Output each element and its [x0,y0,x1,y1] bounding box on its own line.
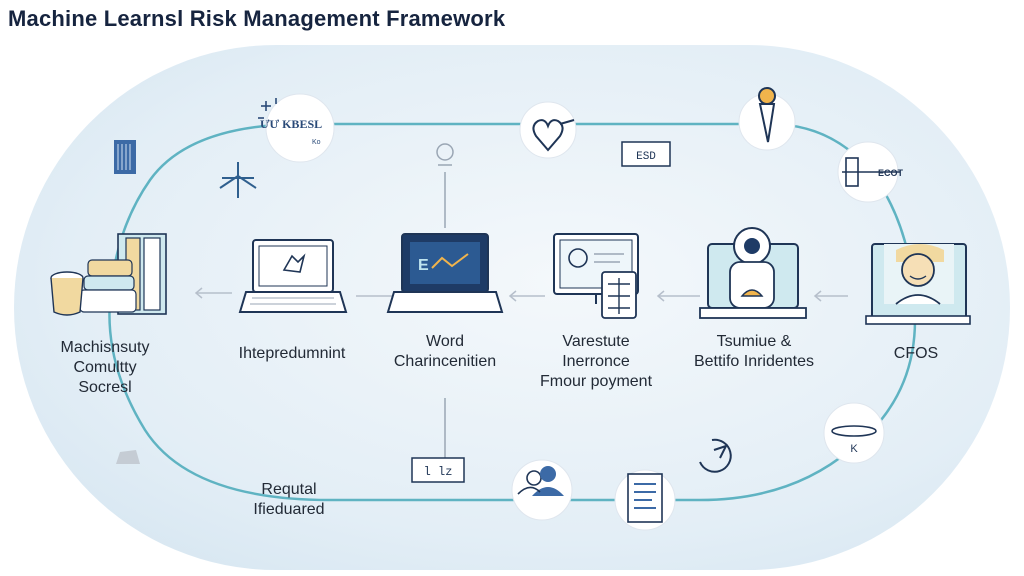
stage-label-1: Machisnsuty Comultty Socresl [50,338,160,398]
stage-label-2: Ihtepredumnint [222,344,362,364]
logo-subtext: Ko [312,139,321,146]
person-portrait-icon [865,243,971,325]
stage-4-line-1: Varestute [562,333,630,350]
building-icon [114,140,136,174]
svg-text:E: E [418,257,429,274]
stage-5-line-2: Bettifo Inridentes [693,353,815,370]
logo-text: ƯƯ KBESL [260,117,322,131]
stage-4-line-3: Fmour poyment [539,373,653,390]
right-node-icon: ECOT [837,141,904,203]
stage-6-line-1: CFOS [893,345,939,362]
stage-label-4: Varestute Inerronce Fmour poyment [526,332,666,392]
stage-5-line-1: Tsumiue & [716,333,792,350]
antenna-icon [219,162,257,198]
bottom-box-icon: l lz [411,457,465,483]
background-blob [14,45,1010,570]
stage-1-line-2: Comultty [73,359,137,376]
bottom-left-line-1: Requtal [261,481,317,498]
process-loop [108,122,917,502]
pin-small-icon [436,143,454,166]
monitor-icon [553,233,639,319]
flow-arrows [194,287,848,302]
stage-3-line-1: Word [426,333,464,350]
badge-text: ESD [636,151,656,163]
diagram-title: Machine Learnsl Risk Management Framewor… [8,6,506,31]
stage-3-line-2: Charincenitien [393,353,497,370]
stage-label-3: Word Charincenitien [382,332,508,372]
bottom-box-text: l lz [424,465,453,479]
bottom-left-label: Requtal Ifieduared [234,480,344,520]
chart-laptop-icon: E [386,233,504,313]
stage-label-6: CFOS [880,344,952,364]
document-icon [614,469,676,531]
people-icon [511,459,573,521]
database-icon [50,233,167,316]
heart-icon [519,101,577,159]
rock-icon [116,450,140,464]
sparkle-logo-icon: ƯƯ KBESL Ko [258,93,335,163]
spiral-icon [699,438,732,473]
stage-4-line-2: Inerronce [562,353,630,370]
stage-1-line-1: Machisnsuty [60,339,150,356]
laptop-icon [238,239,348,313]
badge-icon: ESD [621,141,671,167]
robot-kiosk-icon [699,227,807,319]
stage-2-line-1: Ihtepredumnint [238,345,346,362]
right-bottom-node-icon: K [823,402,885,464]
right-node-text: ECOT [878,168,904,178]
pen-tip-icon [738,87,796,151]
stage-label-5: Tsumiue & Bettifo Inridentes [676,332,832,372]
stage-1-line-3: Socresl [78,379,132,396]
right-bottom-letter: K [850,443,858,455]
bottom-left-line-2: Ifieduared [253,501,325,518]
